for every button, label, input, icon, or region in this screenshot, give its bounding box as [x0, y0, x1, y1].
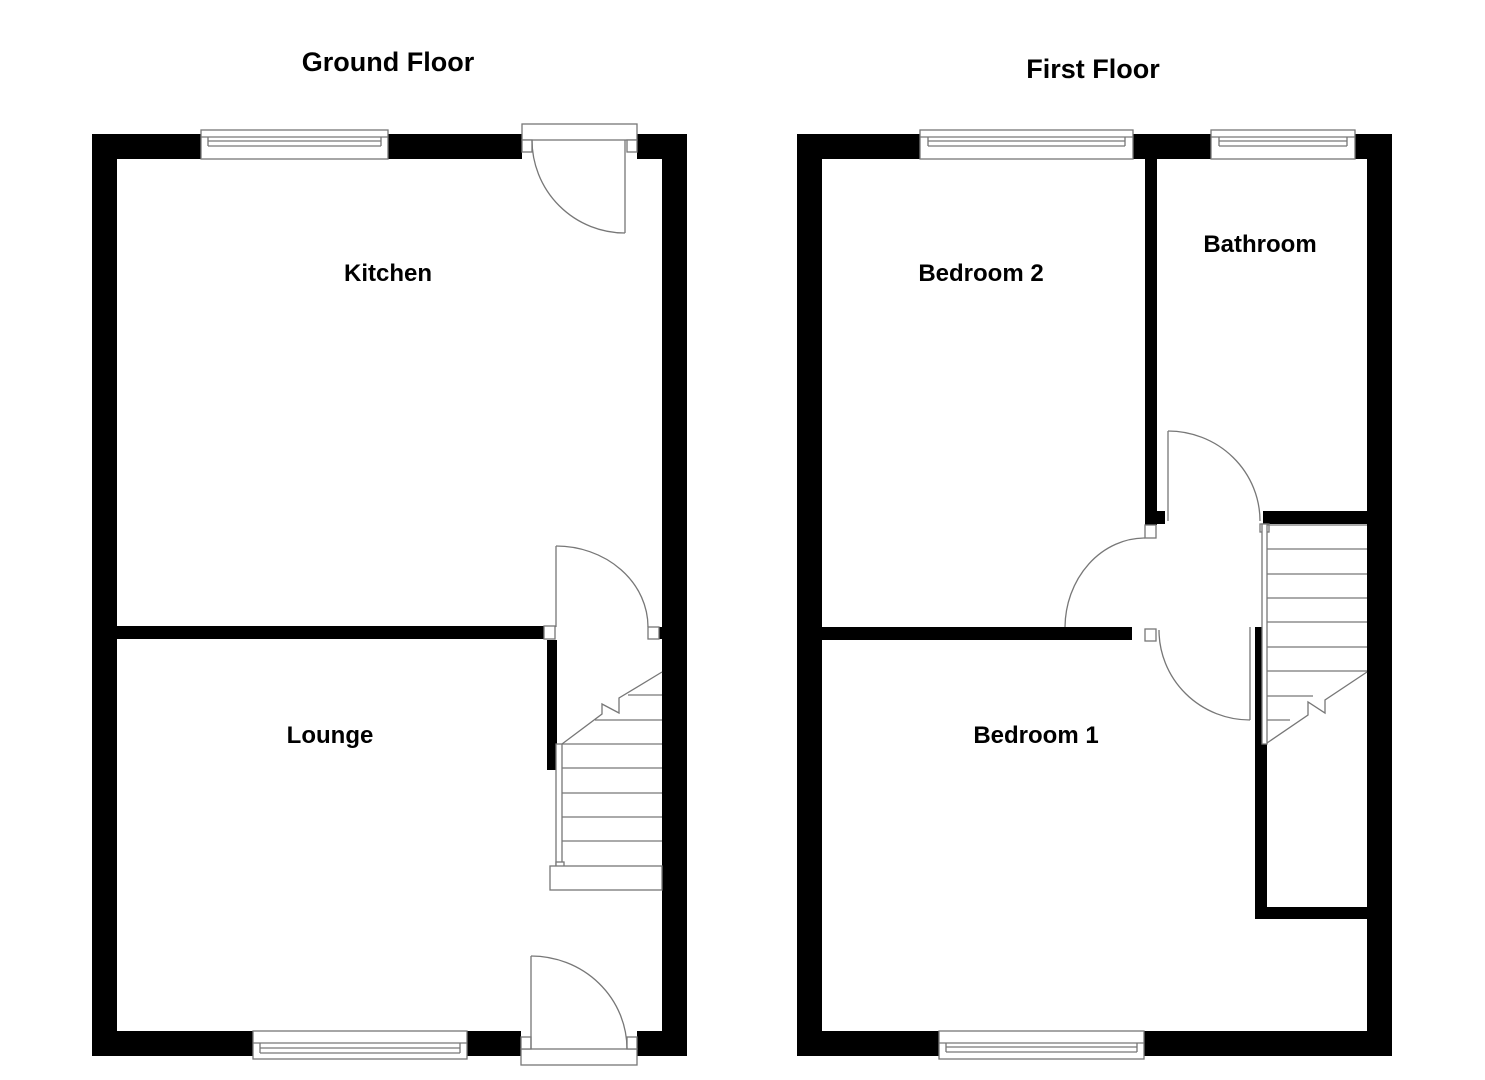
first-floor-title: First Floor [1026, 54, 1160, 84]
ff-wall-bed2-bath [1145, 159, 1157, 525]
ff-bathroom-window [1210, 129, 1356, 160]
gf-wall-bottom-right [637, 1031, 687, 1056]
gf-wall-right [662, 134, 687, 1056]
gf-wall-bottom-mid [467, 1031, 521, 1056]
gf-kitchen-window [200, 129, 389, 160]
ff-wall-right [1367, 134, 1392, 1056]
ff-wall-bed2-bath-stub [1145, 511, 1165, 524]
room-label-bedroom-1: Bedroom 1 [973, 722, 1099, 749]
gf-lounge-window [252, 1030, 468, 1060]
gf-door-jamb-right [647, 626, 660, 640]
ff-wall-cupboard-bottom [1255, 907, 1367, 919]
ff-wall-top-mid [1133, 134, 1211, 159]
ff-door-jamb-bed1 [1144, 628, 1157, 642]
ff-bedroom1-window [938, 1030, 1145, 1060]
gf-door-jamb [543, 625, 556, 640]
room-label-lounge: Lounge [286, 722, 374, 749]
ground-floor-plan [92, 123, 687, 1066]
ff-wall-bath-stair [1263, 511, 1367, 524]
gf-wall-left [92, 134, 117, 1056]
gf-wall-top-mid [388, 134, 522, 159]
first-floor-plan [797, 129, 1392, 1060]
gf-kitchen-hall-door [555, 545, 649, 628]
gf-staircase [549, 671, 663, 891]
room-label-bedroom-2: Bedroom 2 [918, 260, 1044, 287]
gf-wall-stair-partition [547, 640, 557, 770]
ff-wall-bottom-right [1144, 1031, 1392, 1056]
gf-kitchen-back-door [521, 123, 638, 234]
room-label-kitchen: Kitchen [343, 260, 433, 287]
room-label-bathroom: Bathroom [1203, 231, 1317, 258]
gf-wall-kitchen-lounge [117, 626, 544, 639]
gf-wall-bottom-left [92, 1031, 253, 1056]
gf-wall-jamb-right [659, 627, 663, 639]
ff-door-jamb-bed2 [1144, 524, 1157, 539]
ff-bedroom2-door [1064, 537, 1146, 628]
ff-wall-bottom-left [797, 1031, 939, 1056]
gf-front-door [520, 955, 638, 1066]
gf-wall-top-right [637, 134, 687, 159]
ground-floor-title: Ground Floor [301, 47, 475, 77]
ff-bedroom1-door [1158, 627, 1251, 721]
ff-wall-bed1-bed2 [822, 627, 1132, 640]
gf-wall-top-left [92, 134, 201, 159]
ff-wall-top-right [1355, 134, 1392, 159]
ff-wall-left [797, 134, 822, 1056]
ff-bedroom2-window [919, 129, 1134, 160]
ff-staircase [1261, 523, 1368, 745]
ff-wall-top-left [797, 134, 920, 159]
ff-bathroom-door [1167, 430, 1261, 522]
